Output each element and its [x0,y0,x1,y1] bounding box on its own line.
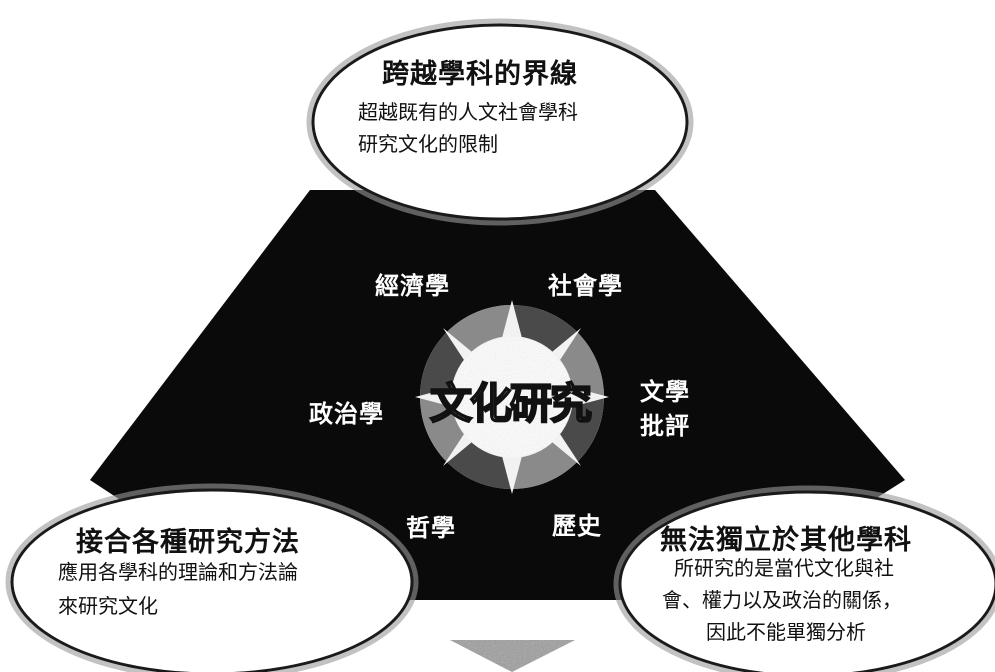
left-bubble-line-2: 來研究文化 [58,594,158,618]
right-bubble-title: 無法獨立於其他學科 [660,525,912,556]
top-bubble-line-2: 研究文化的限制 [358,132,498,156]
right-bubble-line-3: 因此不能單獨分析 [706,620,866,644]
right-bubble-line-2: 會、權力以及政治的關係， [662,588,902,612]
left-bubble-title: 接合各種研究方法 [76,527,300,558]
top-bubble [311,23,689,221]
top-bubble-title: 跨越學科的界線 [382,59,578,90]
left-bubble-line-1: 應用各學科的理論和方法論 [58,560,298,584]
center-label-cultural-studies: 文化研究 [429,378,593,429]
discipline-economics: 經濟學 [375,272,450,300]
discipline-philosophy: 哲學 [406,514,456,542]
right-bubble-line-1: 所研究的是當代文化與社 [674,556,894,580]
left-bubble [10,488,414,672]
right-bubble [618,490,995,672]
discipline-literary-criticism-2: 批評 [640,412,690,440]
discipline-political-science: 政治學 [309,400,384,428]
top-bubble-line-1: 超越既有的人文社會學科 [358,100,578,124]
discipline-sociology: 社會學 [548,272,623,300]
discipline-literary-criticism-1: 文學 [640,378,690,406]
discipline-history: 歷史 [552,512,602,540]
culture-studies-wheel [415,300,609,494]
